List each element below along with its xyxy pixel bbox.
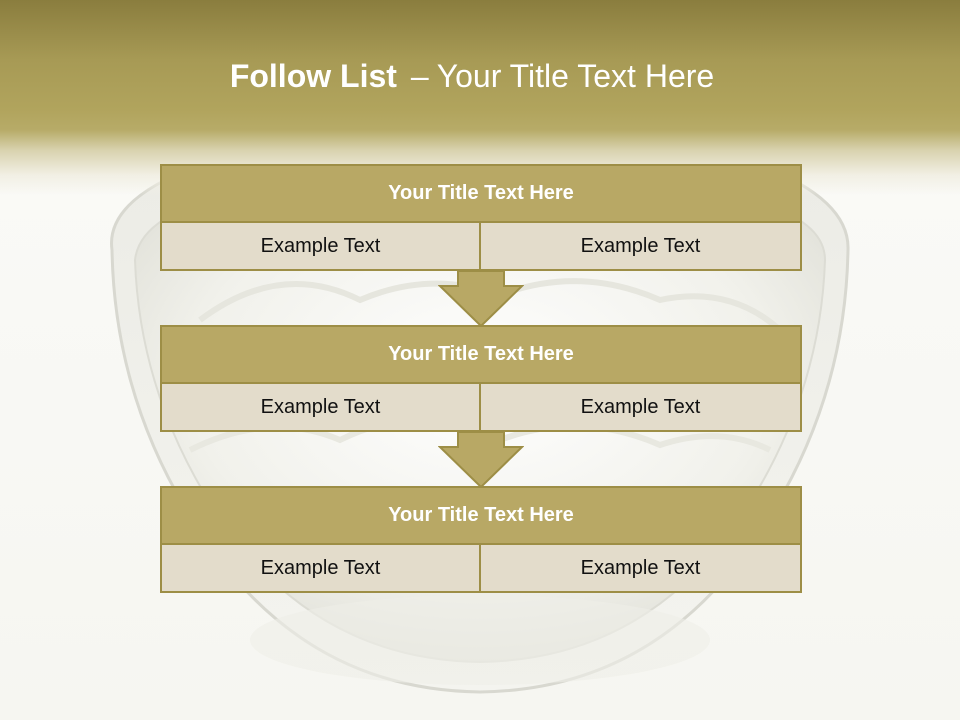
step-title: Your Title Text Here: [160, 164, 802, 223]
step-left-text: Example Text: [160, 221, 481, 271]
step-title: Your Title Text Here: [160, 486, 802, 545]
step-block-2: Your Title Text Here Example Text Exampl…: [160, 325, 802, 432]
step-right-text: Example Text: [479, 221, 802, 271]
step-block-3: Your Title Text Here Example Text Exampl…: [160, 486, 802, 593]
step-right-text: Example Text: [479, 543, 802, 593]
title-bold: Follow List: [229, 58, 397, 94]
step-right-text: Example Text: [479, 382, 802, 432]
step-block-1: Your Title Text Here Example Text Exampl…: [160, 164, 802, 271]
title-dash: –: [410, 58, 429, 94]
step-left-text: Example Text: [160, 382, 481, 432]
step-left-text: Example Text: [160, 543, 481, 593]
down-arrow-icon: [438, 431, 524, 489]
slide-title: Follow List–Your Title Text Here: [0, 56, 944, 96]
down-arrow-icon: [438, 270, 524, 328]
title-rest: Your Title Text Here: [436, 58, 715, 94]
step-title: Your Title Text Here: [160, 325, 802, 384]
header-band: [0, 0, 960, 195]
